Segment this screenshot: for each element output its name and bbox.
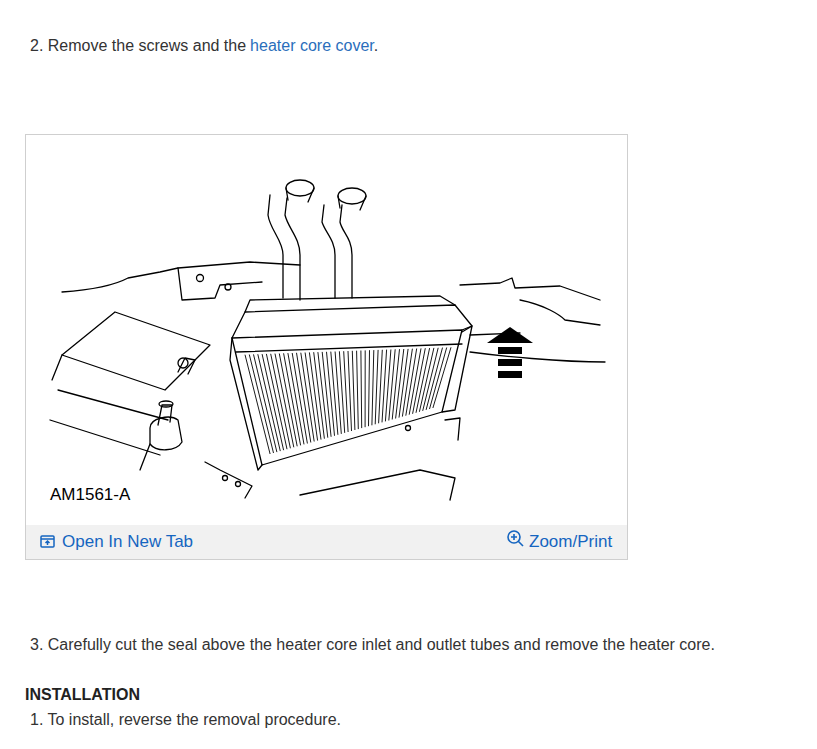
fin-line xyxy=(423,348,439,411)
fin-line xyxy=(339,351,344,433)
fin-line xyxy=(369,350,370,426)
link-text: heater core cover xyxy=(250,37,374,54)
fin-line xyxy=(327,352,335,436)
section-heading: INSTALLATION xyxy=(25,686,140,704)
fin-line xyxy=(322,352,331,437)
fin-line xyxy=(396,349,404,419)
housing-lines xyxy=(50,180,605,500)
instruction-text: 1. To install, reverse the removal proce… xyxy=(30,711,341,729)
instruction-line: 2. Remove the screws and theheater core … xyxy=(30,37,378,55)
fin-line xyxy=(360,351,362,429)
fin-line xyxy=(430,348,447,410)
instruction-text: 3. Carefully cut the seal above the heat… xyxy=(30,636,715,654)
zoom-icon xyxy=(508,531,523,546)
fin-line xyxy=(348,351,352,431)
fin-line xyxy=(389,349,395,420)
figure-toolbar xyxy=(26,525,627,559)
fin-line xyxy=(433,347,451,408)
removal-arrow xyxy=(487,327,533,378)
figure-code: AM1561-A xyxy=(50,485,130,505)
fin-line xyxy=(379,350,383,424)
fin-line xyxy=(392,349,399,419)
fin-line xyxy=(266,354,287,449)
toolbar-link: Open In New Tab xyxy=(62,532,193,552)
fin-line xyxy=(344,351,348,432)
fin-line xyxy=(426,348,442,410)
fin-line xyxy=(292,353,307,444)
fin-line xyxy=(352,351,355,430)
core-fins xyxy=(245,347,451,454)
toolbar-link: Zoom/Print xyxy=(529,532,612,552)
fin-line xyxy=(357,351,359,429)
instruction-text: 2. Remove the screws and the xyxy=(30,37,246,54)
fin-line xyxy=(372,350,374,425)
fin-line xyxy=(365,350,366,427)
fin-line xyxy=(275,354,294,448)
fin-line xyxy=(331,352,338,435)
figure-frame xyxy=(26,135,628,560)
fin-line xyxy=(288,353,304,444)
fin-line xyxy=(375,350,378,424)
fin-line xyxy=(413,348,426,414)
fin-line xyxy=(301,353,314,442)
open-tab-icon xyxy=(41,536,54,547)
fin-line xyxy=(284,353,301,445)
fin-line xyxy=(271,354,291,449)
instruction-text: . xyxy=(374,37,378,54)
fin-line xyxy=(297,353,311,443)
